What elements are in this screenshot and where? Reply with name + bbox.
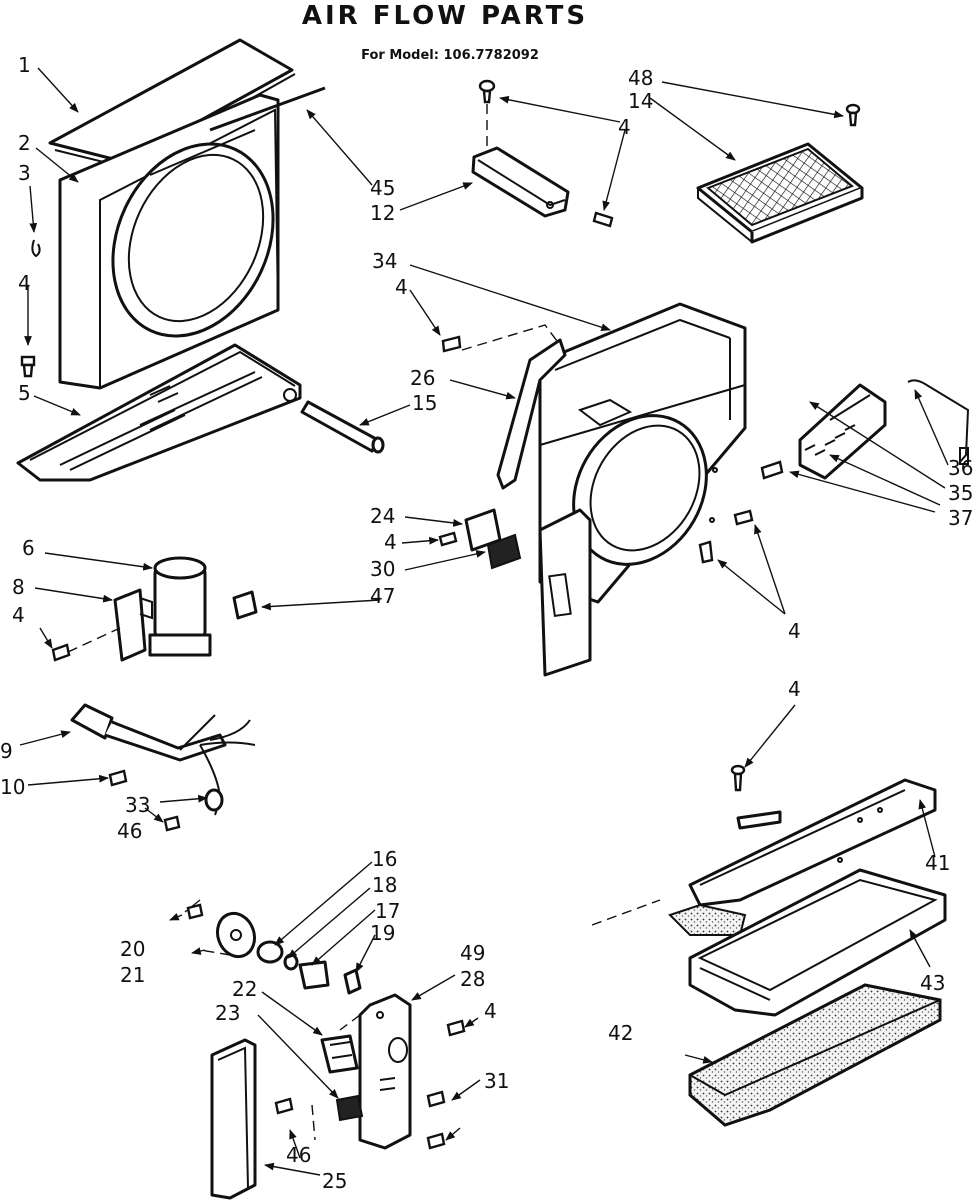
callout-15: 15	[412, 391, 437, 415]
part-46-screw-wire	[163, 815, 181, 832]
callout-35: 35	[948, 481, 973, 505]
callout-42: 42	[608, 1021, 633, 1045]
part-4-screw-knob	[186, 903, 204, 920]
callout-30: 30	[370, 557, 395, 581]
callout-4-bracket: 4	[618, 115, 631, 139]
callout-21: 21	[120, 963, 145, 987]
callout-26: 26	[410, 366, 435, 390]
callout-31: 31	[484, 1069, 509, 1093]
callout-34: 34	[372, 249, 397, 273]
callout-20: 20	[120, 937, 145, 961]
callout-4-left: 4	[18, 271, 31, 295]
part-41-top-cover	[668, 778, 937, 936]
part-4-screws-shroud-bottom	[698, 509, 754, 564]
part-30-block	[486, 533, 522, 570]
part-46-screw-bottom	[274, 1097, 294, 1115]
part-4-screw-bracket-side	[592, 211, 614, 228]
part-10-screw	[108, 769, 128, 787]
callout-1: 1	[18, 53, 31, 77]
part-25-side-panel	[210, 1038, 257, 1200]
callout-46-bottom: 46	[286, 1143, 311, 1167]
part-4-screw-bracket-top	[478, 79, 496, 104]
callout-19: 19	[370, 921, 395, 945]
assembly-line-tray	[591, 899, 661, 926]
part-9-power-cord	[70, 703, 256, 816]
callout-3: 3	[18, 161, 31, 185]
callout-4-plate: 4	[484, 999, 497, 1023]
callout-45: 45	[370, 176, 395, 200]
part-4-screw-cap	[51, 643, 71, 662]
callout-28: 28	[460, 967, 485, 991]
callout-22: 22	[232, 977, 257, 1001]
callout-25: 25	[322, 1169, 347, 1193]
part-35-terminal-block	[798, 383, 887, 480]
part-20-knob	[215, 911, 257, 959]
callout-36: 36	[948, 456, 973, 480]
callout-2: 2	[18, 131, 31, 155]
callout-17: 17	[375, 899, 400, 923]
callout-46-wire: 46	[117, 819, 142, 843]
callout-37: 37	[948, 506, 973, 530]
part-4-screw-tray	[730, 764, 746, 792]
callout-4-cap: 4	[12, 603, 25, 627]
callout-49: 49	[460, 941, 485, 965]
part-37-screw	[760, 460, 784, 480]
part-18-washer	[283, 953, 299, 971]
callout-47: 47	[370, 584, 395, 608]
part-28-mounting-plate	[358, 993, 412, 1150]
callout-41: 41	[925, 851, 950, 875]
page-title: AIR FLOW PARTS	[302, 1, 588, 31]
part-4-screw-left	[20, 355, 36, 378]
part-2-orifice-panel	[58, 93, 280, 390]
callout-5: 5	[18, 381, 31, 405]
callout-6: 6	[22, 536, 35, 560]
part-17-switch	[298, 960, 330, 990]
callout-10: 10	[0, 775, 25, 799]
callout-16: 16	[372, 847, 397, 871]
callout-48: 48	[628, 66, 653, 90]
callout-43: 43	[920, 971, 945, 995]
part-36-wire-clip	[907, 379, 970, 463]
part-8-capacitor-strap	[113, 588, 153, 662]
callout-labels: 1 2 3 4 5 45 12 4 48 14 34 4 26 15 36 35…	[0, 53, 973, 1193]
assembly-line-shroud	[461, 324, 561, 351]
callout-18: 18	[372, 873, 397, 897]
part-6-capacitor	[148, 556, 212, 657]
part-47-clip	[232, 590, 258, 620]
part-19-clip	[343, 968, 362, 995]
leader-lines	[19, 67, 949, 1176]
part-15-tube	[300, 400, 385, 454]
part-4-screw-shroud-top	[441, 335, 462, 353]
part-3-clip	[31, 239, 41, 258]
part-12-bracket	[471, 146, 570, 218]
callout-8: 8	[12, 575, 25, 599]
callout-4-shroud-bottom: 4	[788, 619, 801, 643]
callout-23: 23	[215, 1001, 240, 1025]
part-4-screw-plate	[446, 1019, 466, 1037]
part-23-terminal	[335, 1094, 364, 1122]
model-number-line: For Model: 106.7782092	[361, 48, 539, 63]
callout-12: 12	[370, 201, 395, 225]
callout-33: 33	[125, 793, 150, 817]
callout-4-shroud: 4	[395, 275, 408, 299]
part-16-spring	[256, 940, 284, 964]
callout-9: 9	[0, 739, 13, 763]
part-5-base-pan	[16, 343, 302, 482]
part-22-relay	[320, 1034, 359, 1074]
callout-14: 14	[628, 89, 653, 113]
part-14-filter	[696, 142, 864, 244]
part-43-drain-tray	[688, 868, 947, 1017]
part-48-screw	[845, 103, 861, 127]
part-31-screws	[426, 1090, 446, 1150]
callout-4-tray: 4	[788, 677, 801, 701]
part-45-rod	[209, 86, 326, 132]
part-4-screw-mid	[438, 531, 458, 547]
part-26-plate	[496, 338, 592, 677]
callout-24: 24	[370, 504, 395, 528]
callout-4-mid: 4	[384, 530, 397, 554]
part-42-insulation	[688, 983, 942, 1127]
part-36-clip-end	[959, 447, 969, 465]
